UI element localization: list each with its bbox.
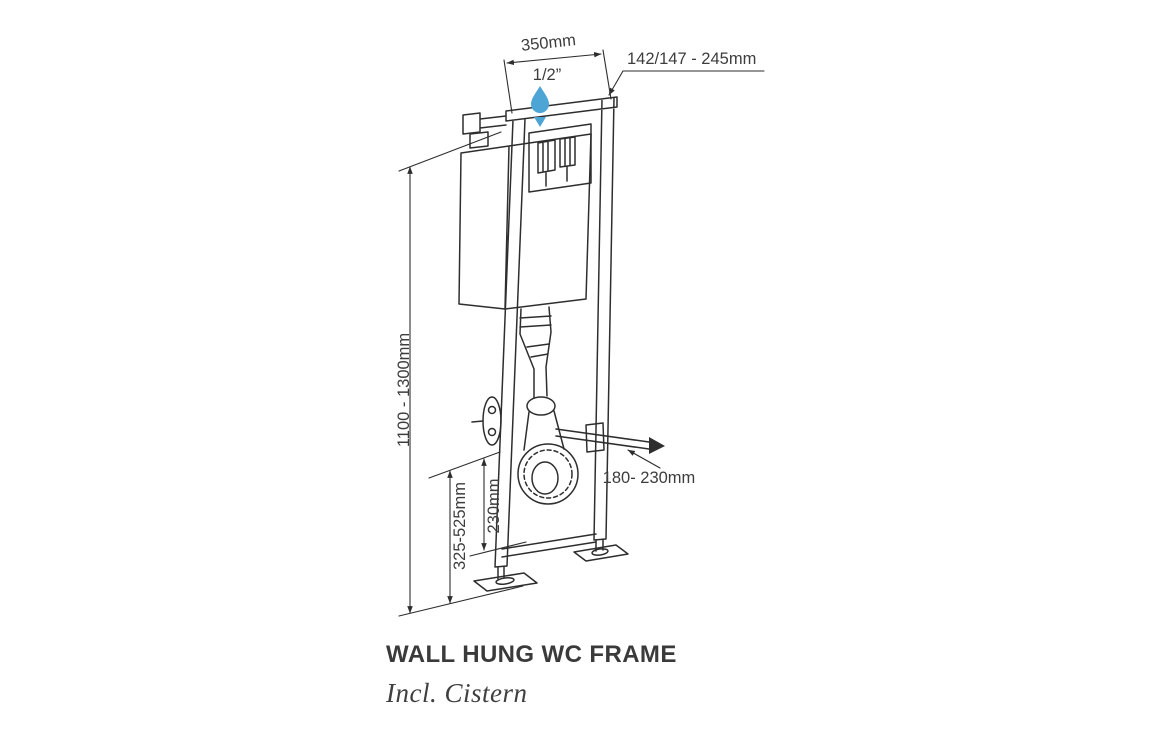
dim-outlet-offset-label: 230mm (485, 478, 503, 533)
dim-water-inlet-label: 1/2” (533, 66, 561, 84)
dim-frame-height-label: 1100 - 1300mm (395, 333, 413, 447)
wall-bracket-plate (482, 396, 502, 446)
water-inlet-marker (531, 86, 549, 127)
rod-lines (555, 422, 650, 453)
dim-line-top-width (506, 51, 602, 66)
cistern (458, 123, 592, 310)
page-title: WALL HUNG WC FRAME (386, 641, 677, 668)
extension-lines (398, 49, 765, 617)
pipe-elbow-collar (526, 396, 556, 416)
left-foot-plate (473, 565, 538, 592)
left-foot-slot (495, 577, 515, 585)
dim-depth-range-label: 142/147 - 245mm (627, 50, 756, 68)
water-flow-arrow-icon (534, 117, 546, 127)
flush-pipe (519, 306, 565, 451)
left-foot (473, 565, 538, 592)
wall-bracket-pin (471, 420, 484, 423)
dim-top-width-label: 350mm (520, 31, 577, 55)
dim-outlet-depth-label: 180- 230mm (603, 469, 696, 487)
cistern-body (458, 131, 592, 310)
frame-rails-and-crossbars (462, 96, 618, 568)
dimension-lines (398, 49, 765, 617)
right-foot-slot (591, 548, 609, 556)
flush-pipe-taper (519, 306, 565, 451)
page-subtitle: Incl. Cistern (386, 678, 528, 708)
outlet-opening (531, 461, 559, 495)
rod-arrow-tip (649, 437, 665, 454)
leader-depth-range (608, 70, 624, 96)
caption-block: WALL HUNG WC FRAME Incl. Cistern (386, 641, 677, 709)
outlet-bend-ribs (523, 449, 573, 499)
right-foot-plate (573, 538, 629, 562)
outlet-bend-outer (517, 443, 579, 505)
frame-structure (462, 96, 629, 592)
right-foot (573, 538, 629, 562)
adjustment-rod (555, 422, 665, 454)
dim-outlet-height-label: 325-525mm (451, 482, 469, 570)
water-drop-icon (531, 86, 549, 113)
wall-bracket-hole-bottom (487, 427, 497, 437)
wall-bracket (471, 396, 502, 446)
outlet-bend (517, 443, 579, 505)
wall-bracket-hole-top (487, 405, 497, 415)
leader-outlet-depth (627, 449, 661, 469)
flush-access-window (528, 123, 592, 193)
